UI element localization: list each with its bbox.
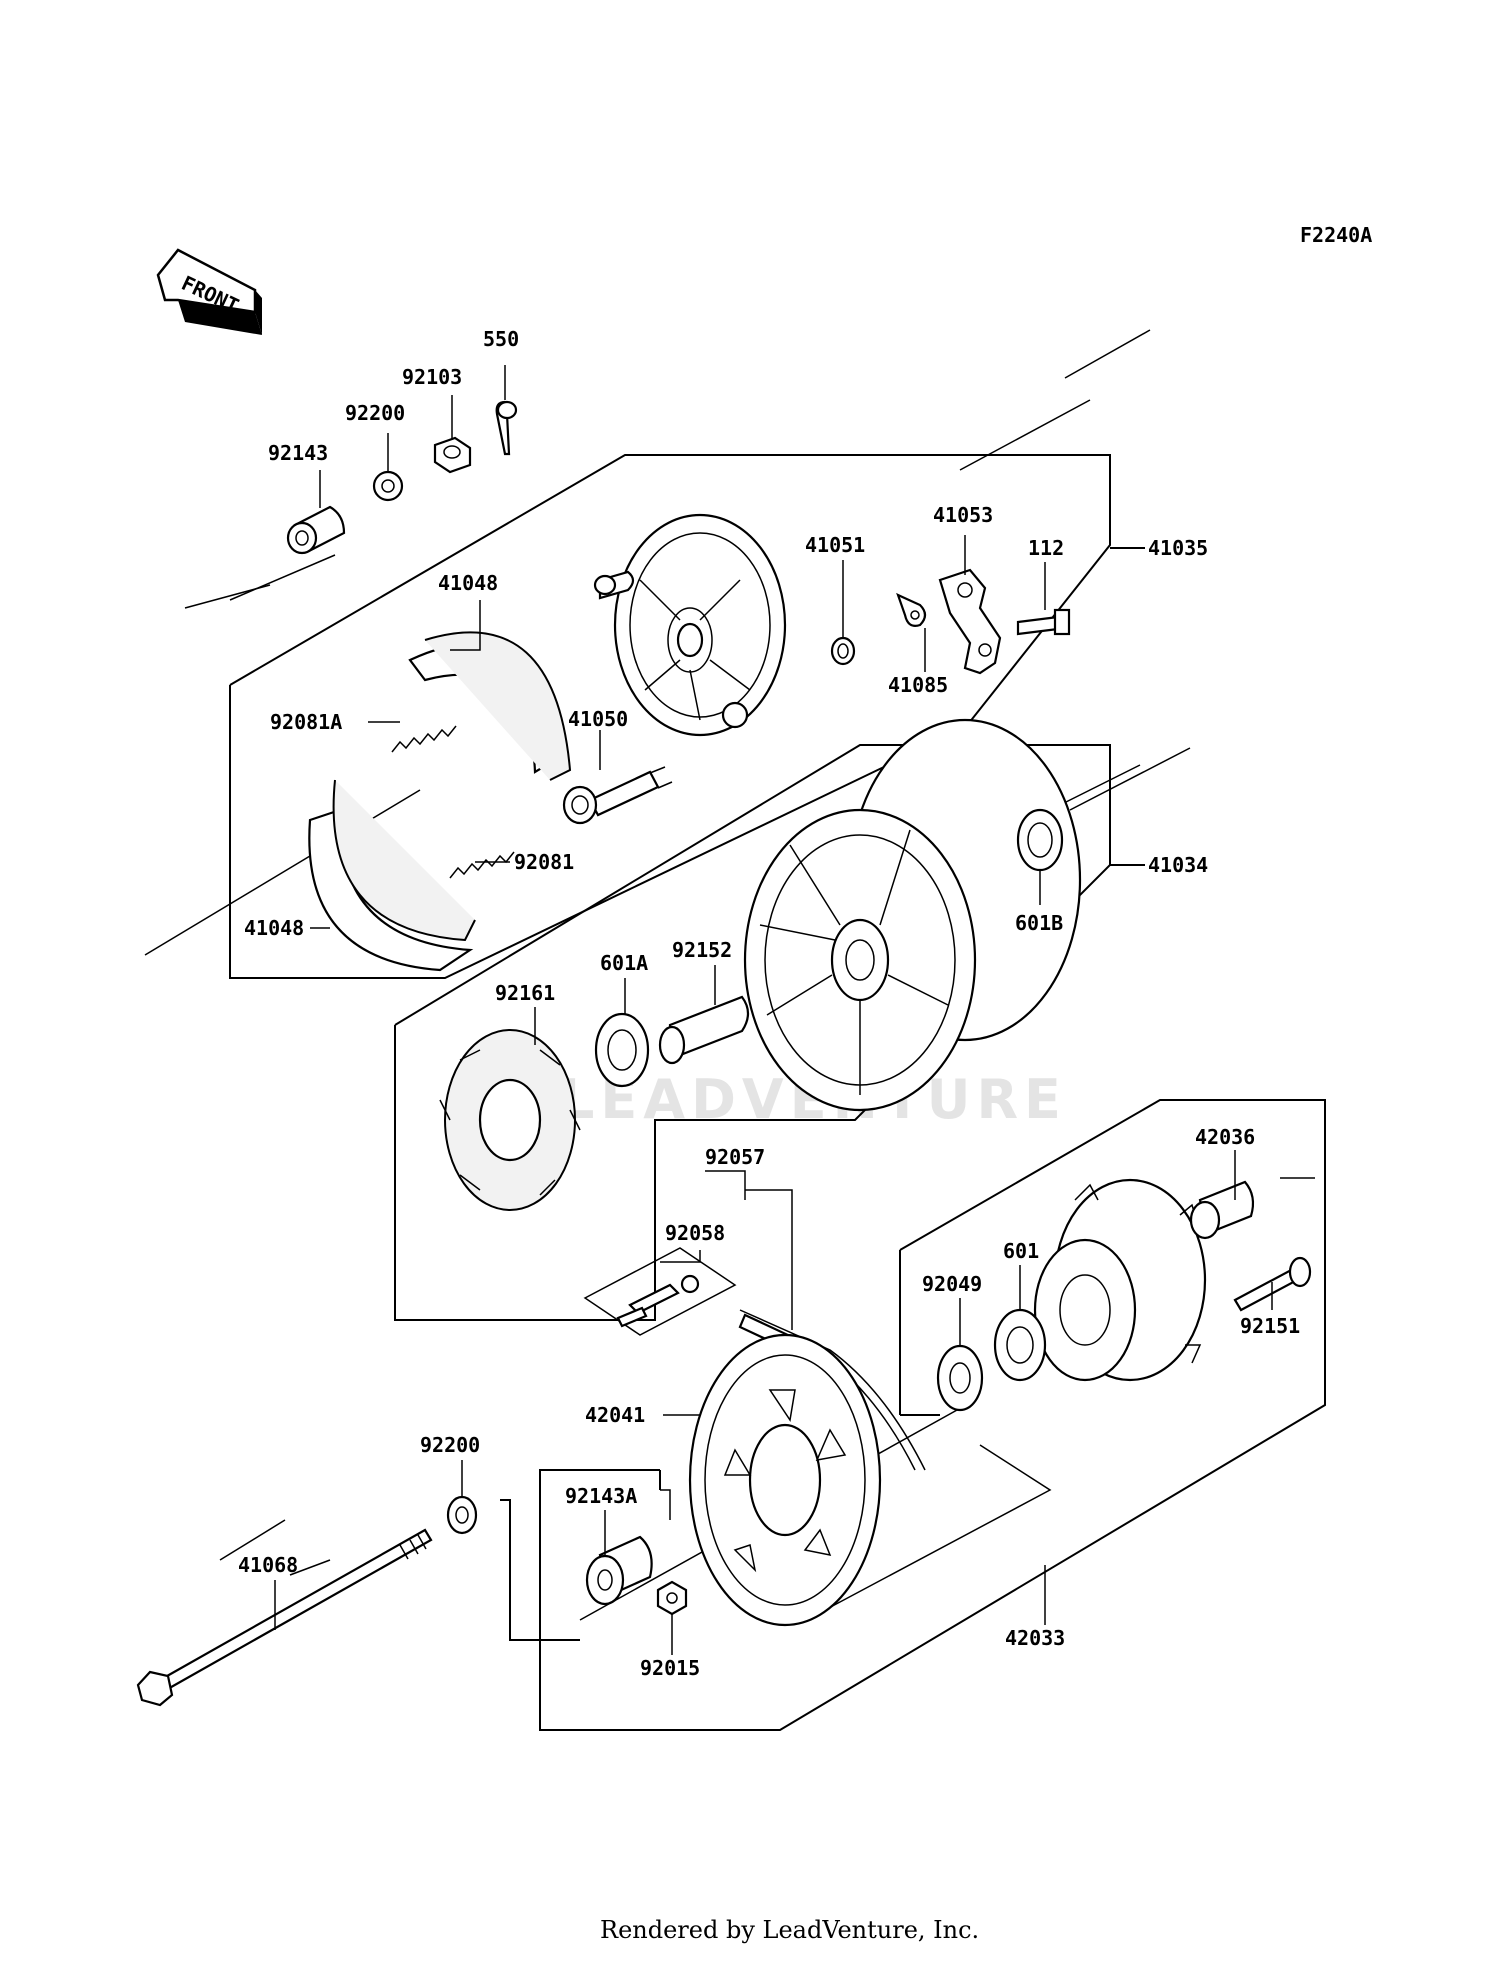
bolt-112: [1016, 608, 1071, 636]
label-92058: 92058: [665, 1221, 725, 1245]
seal-92049: [936, 1344, 984, 1412]
label-41035: 41035: [1148, 536, 1208, 560]
brake-shoe-41048-bottom: [308, 779, 476, 972]
leader-lines: [274, 365, 1273, 1655]
master-link-92058: [583, 1247, 737, 1336]
seal-41051: [830, 636, 856, 666]
label-92143: 92143: [268, 441, 328, 465]
spring-92081: [449, 851, 515, 879]
front-arrow-icon: FRONT: [156, 248, 262, 335]
label-92057: 92057: [705, 1145, 765, 1169]
label-41034: 41034: [1148, 853, 1208, 877]
diagram-code: F2240A: [1300, 223, 1372, 247]
label-601B: 601B: [1015, 911, 1063, 935]
label-550: 550: [483, 327, 519, 351]
bolt-92151: [1233, 1256, 1312, 1312]
label-42033: 42033: [1005, 1626, 1065, 1650]
bearing-601B: [1016, 808, 1064, 872]
label-92161: 92161: [495, 981, 555, 1005]
spring-92081A: [391, 725, 457, 753]
label-92152: 92152: [672, 938, 732, 962]
footer-credit: Rendered by LeadVenture, Inc.: [600, 1916, 979, 1944]
indicator-41085: [896, 592, 927, 627]
label-42036: 42036: [1195, 1125, 1255, 1149]
collar-92143: [286, 505, 346, 555]
label-92015: 92015: [640, 1656, 700, 1680]
washer-92200-bottom: [446, 1495, 478, 1535]
label-92143A: 92143A: [565, 1484, 637, 1508]
label-92081: 92081: [514, 850, 574, 874]
brake-shoe-41048-top: [408, 631, 572, 781]
spacer-92152: [658, 995, 750, 1065]
label-42041: 42041: [585, 1403, 645, 1427]
label-92103: 92103: [402, 365, 462, 389]
label-41048-bottom: 41048: [244, 916, 304, 940]
axle-41068: [136, 1528, 433, 1707]
washer-92200-top: [372, 470, 404, 502]
label-92081A: 92081A: [270, 710, 342, 734]
label-41051: 41051: [805, 533, 865, 557]
castle-nut-92103: [433, 436, 472, 474]
cam-lever-41053: [938, 568, 1002, 675]
part-labels: 550 92103 92200 92143 41048 92081A 41050…: [238, 327, 1300, 1680]
label-601A: 601A: [600, 951, 648, 975]
label-41085: 41085: [888, 673, 948, 697]
collar-92143A: [585, 1535, 653, 1606]
wheel-41034: [743, 718, 1082, 1112]
label-92151: 92151: [1240, 1314, 1300, 1338]
bearing-601A: [594, 1012, 650, 1088]
label-41048-top: 41048: [438, 571, 498, 595]
label-112: 112: [1028, 536, 1064, 560]
label-92049: 92049: [922, 1272, 982, 1296]
label-41068: 41068: [238, 1553, 298, 1577]
cotter-pin-550: [495, 400, 518, 456]
camshaft-41050: [562, 766, 673, 825]
nut-92015: [656, 1580, 688, 1616]
label-41053: 41053: [933, 503, 993, 527]
sprocket-42041: [688, 1333, 882, 1627]
spacer-42036: [1189, 1180, 1255, 1240]
bearing-601: [993, 1308, 1047, 1382]
brake-panel: [593, 513, 787, 737]
damper-92161: [439, 1029, 581, 1211]
label-601: 601: [1003, 1239, 1039, 1263]
label-41050: 41050: [568, 707, 628, 731]
label-92200-top: 92200: [345, 401, 405, 425]
group-42033-outline: [539, 1099, 1326, 1731]
sprocket-hub: [1033, 1178, 1207, 1382]
group-41035-outline: [184, 329, 1151, 979]
label-92200-bottom: 92200: [420, 1433, 480, 1457]
